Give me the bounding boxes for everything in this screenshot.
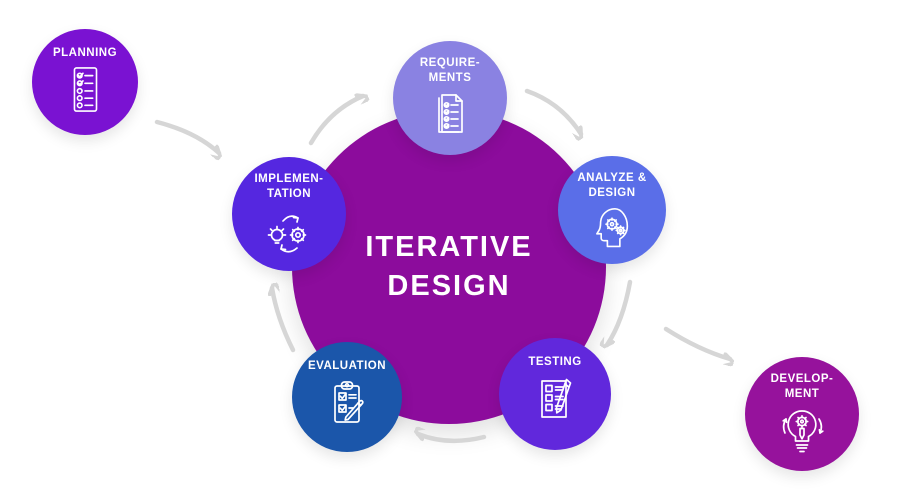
node-evaluation-label: EVALUATION — [307, 360, 387, 372]
checklist-pen-icon — [530, 374, 580, 422]
node-testing: TESTING — [499, 338, 611, 450]
node-planning-label: PLANNING — [52, 47, 118, 59]
head-gears-icon — [589, 205, 635, 251]
node-requirements: REQUIRE- MENTS — [393, 41, 507, 155]
checklist-icon — [62, 65, 108, 115]
arrow-requirements-to-analyze — [524, 88, 581, 134]
clipboard-check-pencil-icon — [322, 378, 372, 426]
node-development-label: DEVELOP- MENT — [770, 373, 834, 400]
arrow-planning-to-implementation — [154, 119, 219, 153]
document-checklist-icon — [426, 90, 474, 136]
bulb-gear-cycle-icon — [263, 206, 315, 254]
node-implementation-label: IMPLEMEN- TATION — [254, 173, 324, 200]
diagram-title: ITERATIVE DESIGN — [365, 230, 533, 302]
arrow-evaluation-to-implementation — [272, 288, 296, 353]
arrow-testing-to-evaluation — [418, 434, 487, 444]
arrow-implementation-to-requirements — [308, 96, 363, 146]
node-analyze-design-label: ANALYZE & DESIGN — [577, 172, 647, 199]
node-analyze-design: ANALYZE & DESIGN — [558, 156, 666, 264]
node-planning: PLANNING — [32, 29, 138, 135]
node-evaluation: EVALUATION — [292, 342, 402, 452]
node-testing-label: TESTING — [528, 356, 582, 368]
arrow-analyze-to-testing — [607, 279, 633, 345]
node-development: DEVELOP- MENT — [745, 357, 859, 471]
node-requirements-label: REQUIRE- MENTS — [419, 57, 481, 84]
node-implementation: IMPLEMEN- TATION — [232, 157, 346, 271]
arrow-cycle-to-development — [663, 326, 730, 359]
bulb-gear-arrows-icon — [776, 406, 828, 456]
